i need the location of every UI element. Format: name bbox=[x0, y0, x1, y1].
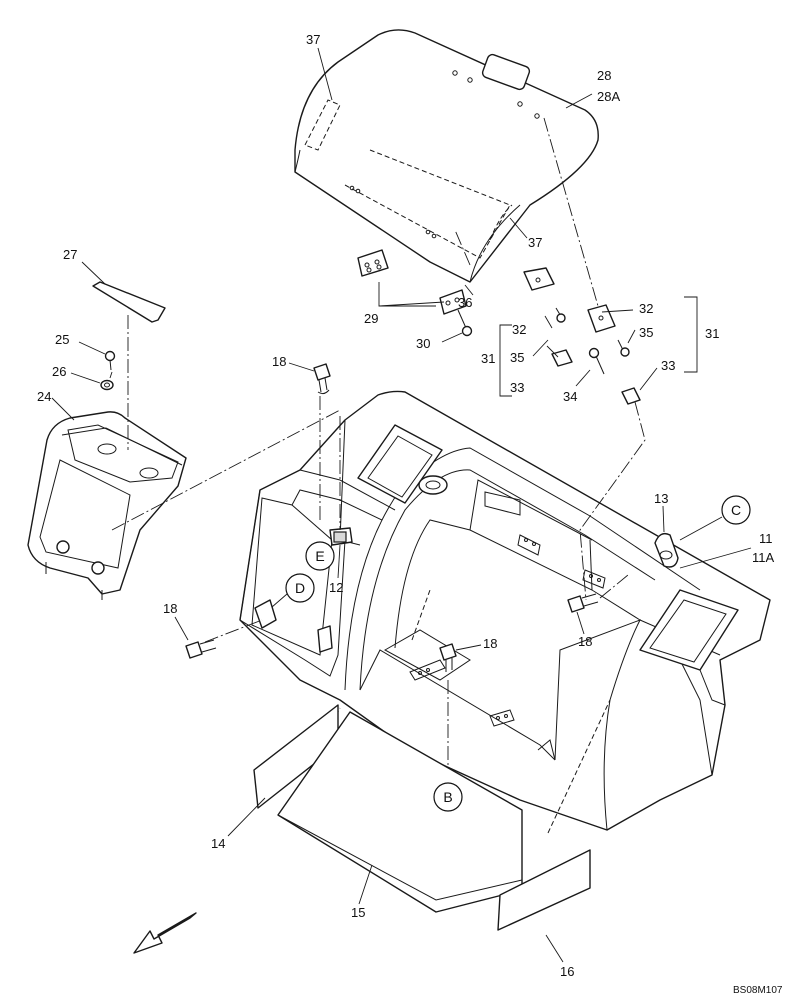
latch-32-right bbox=[587, 304, 616, 333]
svg-text:B: B bbox=[443, 789, 452, 805]
nut-33-left bbox=[551, 349, 573, 367]
nut-12 bbox=[333, 531, 347, 543]
bolt-18-left bbox=[185, 639, 217, 659]
callout-c: C bbox=[721, 495, 751, 525]
label-16: 16 bbox=[560, 964, 574, 979]
seal-strip-37-upper bbox=[304, 99, 341, 151]
sticker-plate-27 bbox=[92, 281, 166, 323]
label-15: 15 bbox=[351, 905, 365, 920]
bolt-18-top bbox=[313, 363, 331, 395]
nut-33-right bbox=[621, 387, 641, 405]
label-32-left: 32 bbox=[512, 322, 526, 337]
front-direction-arrow-icon bbox=[133, 912, 197, 954]
label-30: 30 bbox=[416, 336, 430, 351]
label-28a: 28A bbox=[597, 89, 620, 104]
screw-35-left bbox=[555, 307, 566, 323]
grommet-13 bbox=[654, 532, 679, 568]
callout-d: D bbox=[285, 573, 315, 603]
label-25: 25 bbox=[55, 332, 69, 347]
label-18-right: 18 bbox=[578, 634, 592, 649]
drawing-code: BS08M107 bbox=[733, 985, 783, 996]
label-33-right: 33 bbox=[661, 358, 675, 373]
svg-text:D: D bbox=[295, 580, 305, 596]
side-mat-16 bbox=[497, 849, 591, 931]
bracket-31-right bbox=[684, 296, 698, 373]
hinge-29-right bbox=[439, 289, 467, 315]
label-18-top: 18 bbox=[272, 354, 286, 369]
label-18-left: 18 bbox=[163, 601, 177, 616]
label-27: 27 bbox=[63, 247, 77, 262]
lid-handle bbox=[481, 53, 531, 91]
label-37-top: 37 bbox=[306, 32, 320, 47]
label-13: 13 bbox=[654, 491, 668, 506]
bracket-31-left bbox=[499, 324, 512, 397]
bolt-18-right bbox=[567, 593, 599, 613]
label-11: 11 bbox=[759, 531, 773, 546]
hinge-29-left bbox=[357, 249, 389, 277]
label-12: 12 bbox=[329, 580, 343, 595]
svg-text:C: C bbox=[731, 502, 741, 518]
label-37-bottom: 37 bbox=[528, 235, 542, 250]
label-36: 36 bbox=[458, 295, 472, 310]
label-29: 29 bbox=[364, 311, 378, 326]
screw-25 bbox=[104, 350, 116, 371]
switch-panel-24 bbox=[27, 411, 187, 600]
callout-b: B bbox=[433, 782, 463, 812]
bolt-18-bottom bbox=[439, 643, 457, 672]
lid-cover-28 bbox=[294, 29, 599, 283]
label-26: 26 bbox=[52, 364, 66, 379]
latch-32-left bbox=[523, 267, 555, 291]
label-33-left: 33 bbox=[510, 380, 524, 395]
callout-e: E bbox=[305, 541, 335, 571]
label-31-left: 31 bbox=[481, 351, 495, 366]
label-24: 24 bbox=[37, 389, 51, 404]
label-32-right: 32 bbox=[639, 301, 653, 316]
label-31-right: 31 bbox=[705, 326, 719, 341]
seal-strip-37-lower bbox=[344, 149, 511, 259]
washer-26 bbox=[100, 379, 114, 391]
label-34: 34 bbox=[563, 389, 577, 404]
label-18-bottom: 18 bbox=[483, 636, 497, 651]
svg-text:E: E bbox=[315, 548, 324, 564]
label-28: 28 bbox=[597, 68, 611, 83]
floor-mat-15 bbox=[277, 711, 523, 913]
label-11a: 11A bbox=[752, 550, 774, 565]
label-35-left: 35 bbox=[510, 350, 524, 365]
screw-35-right bbox=[617, 339, 630, 357]
label-14: 14 bbox=[211, 836, 225, 851]
label-35-right: 35 bbox=[639, 325, 653, 340]
bolt-30 bbox=[457, 309, 473, 337]
bolt-34 bbox=[588, 347, 605, 375]
